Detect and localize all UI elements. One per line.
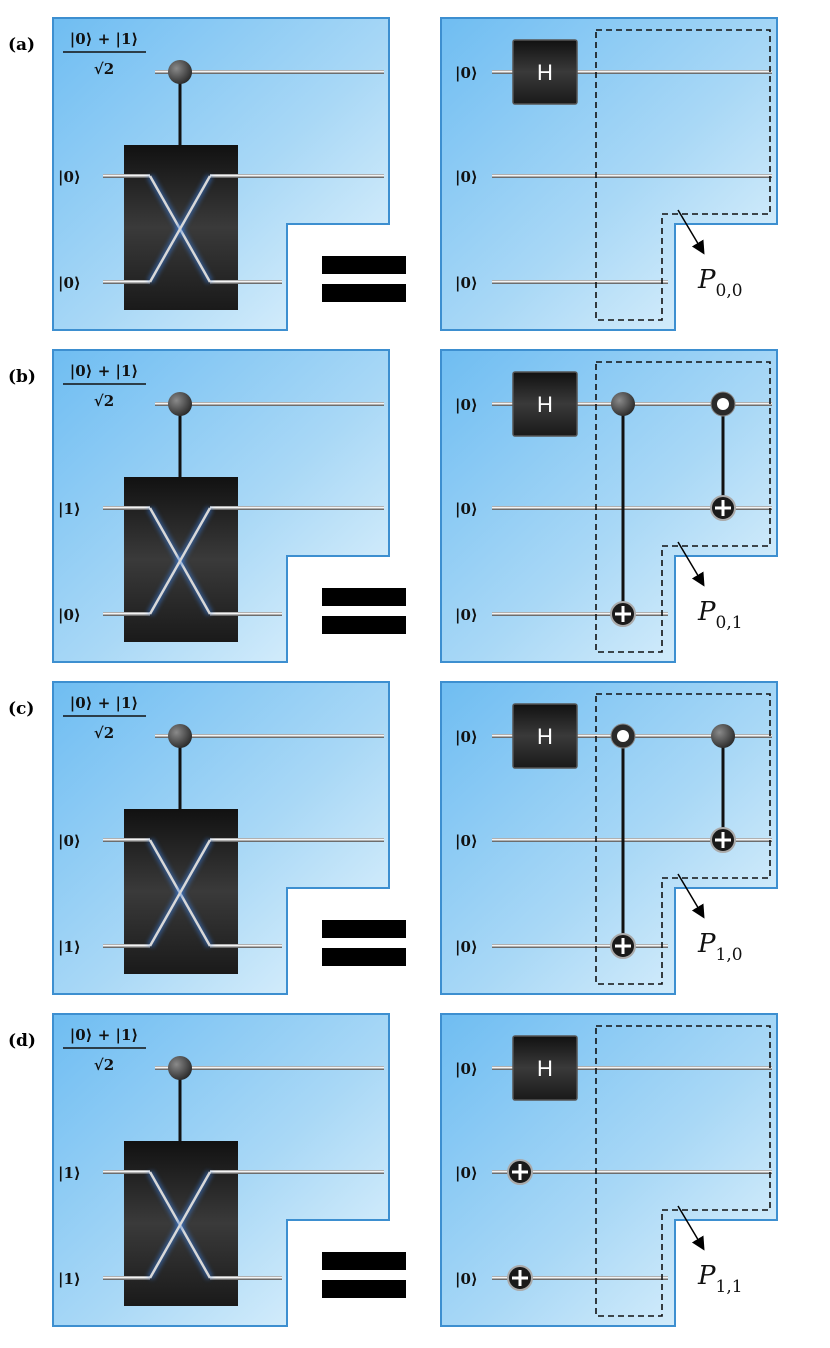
equals-bar-top xyxy=(322,588,406,606)
swap-cross-line xyxy=(148,1171,212,1279)
projector-arrow xyxy=(677,209,705,255)
equals-bar-top xyxy=(322,256,406,274)
hadamard-gate-label: H xyxy=(537,60,553,85)
projector-region xyxy=(595,693,771,985)
equals-bar-bottom xyxy=(322,948,406,966)
projector-region xyxy=(595,361,771,653)
projector-subscript: 1,1 xyxy=(716,1277,743,1297)
input-state-denominator: √2 xyxy=(94,724,114,742)
rhs-ket-wire1: |0⟩ xyxy=(455,728,478,746)
projector-subscript: 0,1 xyxy=(716,613,743,633)
projector-symbol: P xyxy=(697,597,716,627)
hadamard-gate-label: H xyxy=(537,392,553,417)
rhs-ket-wire2: |0⟩ xyxy=(455,500,478,518)
filled-control-dot xyxy=(711,724,735,748)
lhs-ket-wire2: |1⟩ xyxy=(58,500,81,518)
input-state-denominator: √2 xyxy=(94,60,114,78)
projector-label: P1,0 xyxy=(697,929,743,965)
hadamard-gate-label: H xyxy=(537,1056,553,1081)
equals-bar-top xyxy=(322,1252,406,1270)
equals-bar-top xyxy=(322,920,406,938)
panel-b: (b) |0⟩ + |1⟩ √2 |1⟩ |0⟩ |0⟩ |0⟩ |0⟩ H P0,1 xyxy=(8,349,778,663)
projector-arrow xyxy=(677,873,705,919)
rhs-ket-wire3: |0⟩ xyxy=(455,274,478,292)
projector-label: P1,1 xyxy=(697,1261,743,1297)
projector-subscript: 0,0 xyxy=(716,281,743,301)
swap-control-dot xyxy=(168,724,192,748)
filled-control-dot xyxy=(611,392,635,416)
swap-control-dot xyxy=(168,392,192,416)
projector-symbol: P xyxy=(697,265,716,295)
rhs-ket-wire3: |0⟩ xyxy=(455,606,478,624)
panel-a: (a) |0⟩ + |1⟩ √2 |0⟩ |0⟩ |0⟩ |0⟩ |0⟩ H P0,0 xyxy=(8,17,778,331)
input-state-numerator: |0⟩ + |1⟩ xyxy=(70,30,139,48)
rhs-ket-wire2: |0⟩ xyxy=(455,832,478,850)
lhs-ket-wire3: |0⟩ xyxy=(58,274,81,292)
projector-region xyxy=(595,29,771,321)
projector-symbol: P xyxy=(697,1261,716,1291)
projector-label: P0,1 xyxy=(697,597,743,633)
open-control-dot-hole xyxy=(717,398,729,410)
projector-region xyxy=(595,1025,771,1317)
rhs-ket-wire1: |0⟩ xyxy=(455,64,478,82)
lhs-ket-wire2: |1⟩ xyxy=(58,1164,81,1182)
equals-bar-bottom xyxy=(322,1280,406,1298)
panel-d: (d) |0⟩ + |1⟩ √2 |1⟩ |1⟩ |0⟩ |0⟩ |0⟩ H P1,1 xyxy=(8,1013,778,1327)
projector-arrow xyxy=(677,1205,705,1251)
lhs-ket-wire2: |0⟩ xyxy=(58,168,81,186)
projector-subscript: 1,0 xyxy=(716,945,743,965)
hadamard-gate xyxy=(512,371,578,437)
swap-control-dot xyxy=(168,1056,192,1080)
equals-bar-bottom xyxy=(322,284,406,302)
input-state-denominator: √2 xyxy=(94,392,114,410)
panel-c: (c) |0⟩ + |1⟩ √2 |0⟩ |1⟩ |0⟩ |0⟩ |0⟩ H P1,0 xyxy=(8,681,778,995)
hadamard-gate xyxy=(512,703,578,769)
projector-arrow xyxy=(677,541,705,587)
rhs-ket-wire3: |0⟩ xyxy=(455,1270,478,1288)
rhs-ket-wire1: |0⟩ xyxy=(455,1060,478,1078)
lhs-ket-wire3: |1⟩ xyxy=(58,1270,81,1288)
swap-cross-line xyxy=(148,839,212,947)
rhs-ket-wire2: |0⟩ xyxy=(455,1164,478,1182)
panel-label: (a) xyxy=(8,35,35,55)
rhs-ket-wire3: |0⟩ xyxy=(455,938,478,956)
input-state-numerator: |0⟩ + |1⟩ xyxy=(70,362,139,380)
panel-label: (d) xyxy=(8,1031,36,1051)
lhs-ket-wire3: |0⟩ xyxy=(58,606,81,624)
swap-cross-line xyxy=(148,507,212,615)
input-state-denominator: √2 xyxy=(94,1056,114,1074)
hadamard-gate-label: H xyxy=(537,724,553,749)
lhs-ket-wire3: |1⟩ xyxy=(58,938,81,956)
rhs-ket-wire2: |0⟩ xyxy=(455,168,478,186)
projector-symbol: P xyxy=(697,929,716,959)
swap-cross-line xyxy=(148,175,212,283)
input-state-numerator: |0⟩ + |1⟩ xyxy=(70,1026,139,1044)
panel-label: (b) xyxy=(8,367,36,387)
swap-control-dot xyxy=(168,60,192,84)
rhs-ket-wire1: |0⟩ xyxy=(455,396,478,414)
open-control-dot-hole xyxy=(617,730,629,742)
hadamard-gate xyxy=(512,1035,578,1101)
projector-label: P0,0 xyxy=(697,265,743,301)
hadamard-gate xyxy=(512,39,578,105)
input-state-numerator: |0⟩ + |1⟩ xyxy=(70,694,139,712)
panel-label: (c) xyxy=(8,699,34,719)
equals-bar-bottom xyxy=(322,616,406,634)
lhs-ket-wire2: |0⟩ xyxy=(58,832,81,850)
